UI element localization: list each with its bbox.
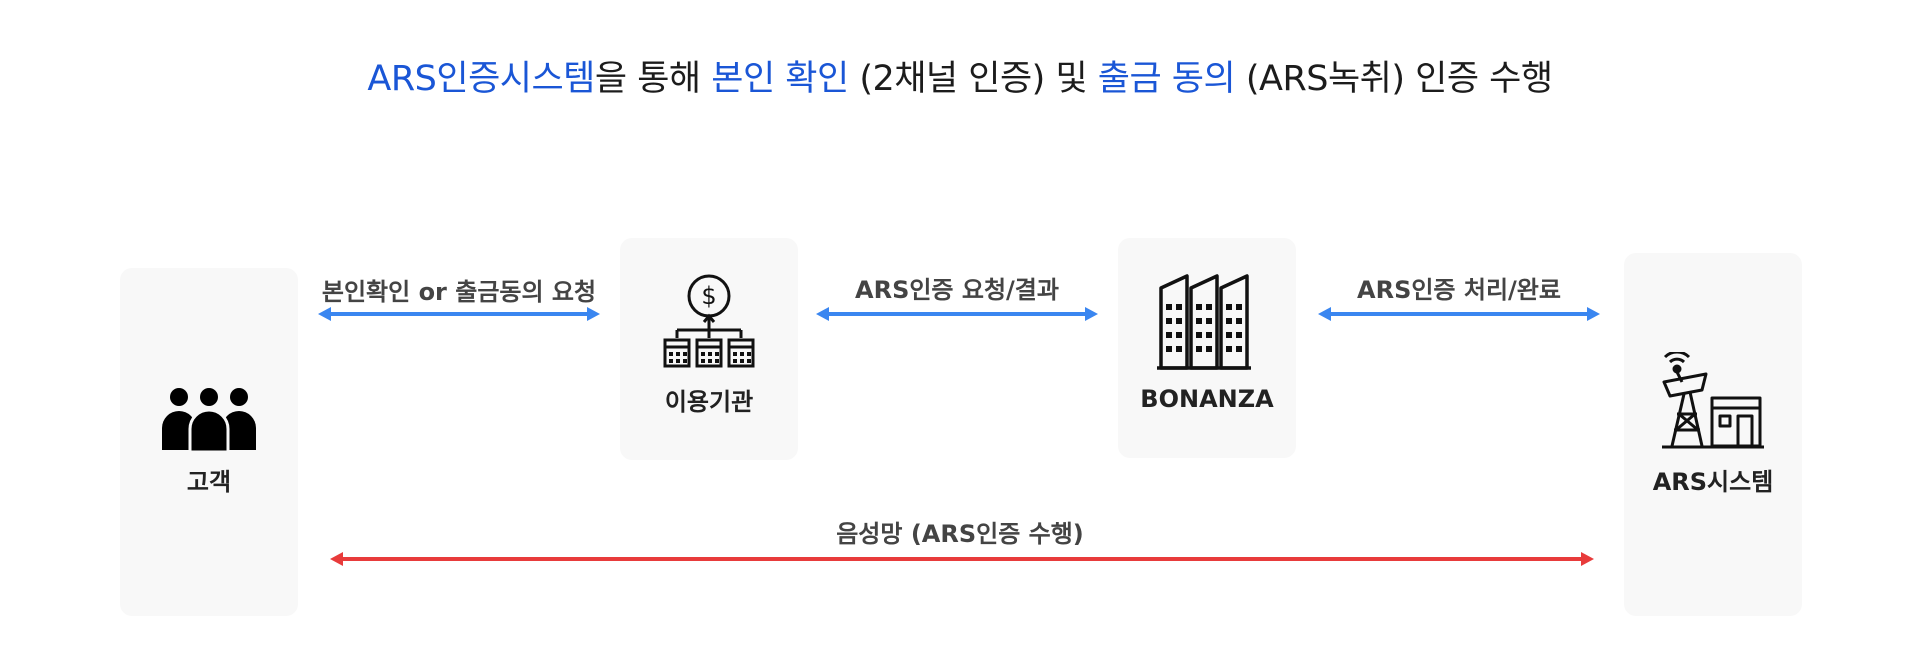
svg-text:$: $ (701, 282, 716, 310)
edge-label-customer-institution: 본인확인 or 출금동의 요청 (321, 278, 597, 306)
dollar-buildings-icon: $ (663, 274, 755, 368)
title-segment: 을 통해 (594, 59, 712, 99)
title-segment: 출금 동의 (1097, 59, 1236, 99)
edge-label-institution-bonanza: ARS인증 요청/결과 (855, 276, 1059, 304)
title-segment: ARS인증시스템 (367, 59, 595, 99)
arrow-institution-bonanza (816, 307, 1098, 321)
arrow-bonanza-ars (1318, 307, 1600, 321)
diagram-title: ARS인증시스템을 통해 본인 확인 (2채널 인증) 및 출금 동의 (ARS… (0, 50, 1920, 101)
institution-label: 이용기관 (664, 388, 754, 416)
bonanza-label: BONANZA (1140, 385, 1274, 413)
title-segment: (ARS녹취) 인증 수행 (1235, 59, 1553, 99)
ars-label: ARS시스템 (1652, 468, 1774, 496)
title-segment: 본인 확인 (711, 59, 849, 99)
customer-label: 고객 (186, 468, 232, 496)
arrow-voice-network (330, 552, 1594, 566)
edge-label-voice-network: 음성망 (ARS인증 수행) (836, 520, 1084, 548)
title-segment: (2채널 인증) 및 (848, 59, 1098, 99)
satellite-tower-icon (1662, 352, 1764, 449)
arrow-customer-institution (318, 307, 600, 321)
people-icon (162, 388, 256, 454)
edge-label-bonanza-ars: ARS인증 처리/완료 (1357, 276, 1561, 304)
buildings-icon (1157, 274, 1251, 370)
